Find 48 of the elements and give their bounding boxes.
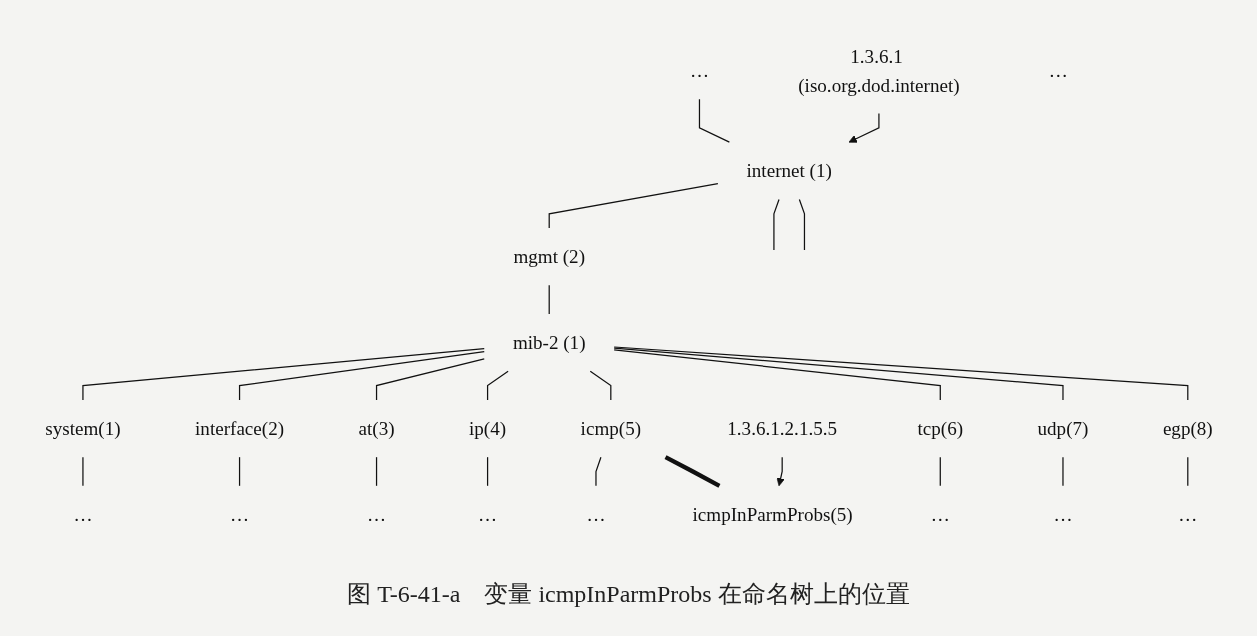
connector bbox=[375, 456, 377, 487]
connector bbox=[81, 456, 84, 487]
connector bbox=[375, 357, 485, 401]
node-text: … bbox=[930, 503, 950, 525]
node-text: … bbox=[477, 503, 497, 525]
node-text: icmpInParmProbs(5) bbox=[692, 503, 853, 525]
node-text: egp(8) bbox=[1162, 417, 1213, 439]
node-text: … bbox=[1048, 59, 1068, 81]
connector bbox=[613, 347, 1064, 401]
connector bbox=[548, 284, 550, 315]
node-text: … bbox=[366, 503, 386, 525]
connector bbox=[664, 454, 720, 488]
connector bbox=[594, 456, 602, 487]
node-text: … bbox=[1052, 503, 1073, 525]
connector bbox=[1186, 456, 1188, 487]
connector bbox=[798, 198, 805, 251]
connector bbox=[613, 348, 941, 401]
figure-caption: 图 T-6-41-a 变量 icmpInParmProbs 在命名树上的位置 bbox=[347, 580, 910, 609]
connector bbox=[939, 456, 941, 487]
node-text: 1.3.6.1.2.1.5.5 bbox=[726, 417, 837, 439]
connector bbox=[772, 198, 780, 251]
node-text: tcp(6) bbox=[916, 417, 963, 439]
node-text: … bbox=[1177, 503, 1197, 525]
node-text: … bbox=[72, 503, 92, 525]
connector bbox=[486, 456, 488, 487]
node-text: internet (1) bbox=[746, 159, 832, 181]
node-text: ip(4) bbox=[468, 417, 506, 439]
node-text: interface(2) bbox=[194, 417, 284, 439]
node-text: at(3) bbox=[358, 417, 395, 439]
node-text: 1.3.6.1 (iso.org.dod.internet) bbox=[797, 45, 960, 96]
connector bbox=[613, 346, 1188, 401]
node-text: mib-2 (1) bbox=[512, 331, 586, 353]
node-text: udp(7) bbox=[1037, 417, 1088, 439]
connector bbox=[238, 456, 240, 487]
node-text: … bbox=[689, 59, 709, 81]
node-text: … bbox=[585, 503, 606, 525]
connector bbox=[548, 182, 718, 229]
arrow bbox=[848, 112, 880, 143]
node-text: … bbox=[229, 503, 249, 525]
connector bbox=[238, 350, 485, 401]
arrow bbox=[776, 456, 785, 486]
connector bbox=[486, 370, 509, 401]
connector bbox=[589, 370, 611, 401]
connector bbox=[81, 347, 485, 401]
node-text: mgmt (2) bbox=[512, 245, 585, 267]
connector bbox=[1061, 456, 1064, 487]
node-text: icmp(5) bbox=[580, 417, 641, 439]
node-text: system(1) bbox=[44, 417, 121, 439]
